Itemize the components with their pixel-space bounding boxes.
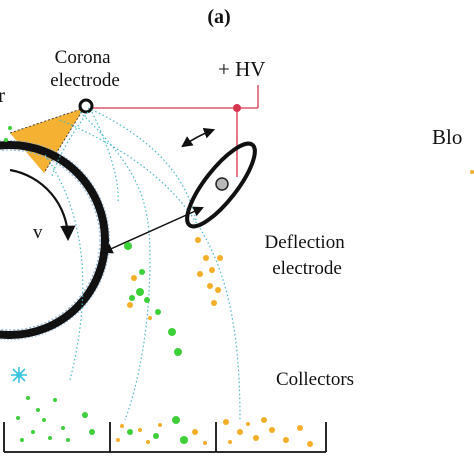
deflection-electrode-label: Deflection electrode: [265, 232, 350, 279]
orange-particle: [158, 423, 162, 427]
green-particle: [155, 309, 161, 315]
orange-particle: [131, 275, 137, 281]
rotating-drum: [0, 141, 109, 339]
green-particle: [168, 328, 176, 336]
green-particle: [66, 438, 70, 442]
orange-particle: [215, 287, 221, 293]
green-particle: [129, 295, 135, 301]
green-particle: [36, 408, 40, 412]
orange-particle: [209, 267, 215, 273]
corona-electrode-label: Corona electrode: [50, 47, 120, 91]
orange-particle: [207, 283, 213, 289]
orange-particle: [138, 428, 142, 432]
particles: [4, 126, 313, 447]
orange-particle: [127, 302, 133, 308]
green-particle: [172, 416, 180, 424]
orange-particle: [116, 438, 120, 442]
green-particle: [153, 433, 159, 439]
deflection-electrode-pin: [215, 177, 229, 191]
drum-inner-edge: [0, 149, 101, 331]
corona-electrode-icon: [78, 98, 94, 114]
green-particle: [4, 138, 8, 142]
hv-label: + HV: [218, 57, 265, 81]
orange-particle: [307, 441, 313, 447]
orange-particle: [223, 419, 229, 425]
orange-particle: [228, 440, 232, 444]
corona-label-line1: Corona: [55, 47, 112, 68]
orange-particle: [261, 417, 267, 423]
hv-wiring: [91, 85, 259, 177]
right-clipped-label: Blo: [432, 125, 462, 149]
green-particle: [20, 438, 24, 442]
green-particle: [31, 430, 35, 434]
gap-distance-arrow: [102, 206, 204, 254]
orange-particle: [192, 429, 198, 435]
orange-particle: [269, 427, 275, 433]
corona-label-line2: electrode: [50, 70, 120, 91]
orange-particle: [120, 424, 124, 428]
orange-particle: [246, 422, 250, 426]
green-particle: [174, 348, 182, 356]
orange-particle: [195, 237, 201, 243]
green-particle: [26, 396, 30, 400]
green-particle: [61, 426, 65, 430]
green-particle: [42, 418, 46, 422]
deflection-label-line1: Deflection: [265, 232, 346, 253]
orange-particle: [253, 435, 259, 441]
green-particle: [127, 429, 133, 435]
collectors-label: Collectors: [276, 369, 354, 390]
green-particle: [16, 416, 20, 420]
orange-particle: [148, 316, 152, 320]
spark-core: [16, 372, 22, 378]
velocity-label: v: [33, 222, 43, 243]
collector-bins: [3, 422, 327, 453]
hv-junction-dot: [233, 104, 241, 112]
green-particle: [82, 412, 88, 418]
green-particle: [48, 436, 52, 440]
orange-particle: [203, 441, 207, 445]
orange-particle: [146, 440, 150, 444]
green-particle: [180, 436, 188, 444]
orange-particle: [203, 255, 209, 261]
green-particle: [144, 297, 150, 303]
panel-label: (a): [207, 6, 230, 28]
corona-cone-dashes: [9, 107, 85, 174]
orange-particle: [283, 437, 289, 443]
orange-particle: [217, 255, 223, 261]
deflection-label-line2: electrode: [272, 258, 342, 279]
left-clipped-label: r: [0, 83, 5, 107]
green-particle: [8, 126, 12, 130]
green-particle: [53, 398, 57, 402]
green-particle: [89, 429, 95, 435]
green-particle: [139, 269, 145, 275]
green-particle: [136, 288, 144, 296]
corona-discharge-cone: [10, 108, 84, 173]
deflection-adjust-arrow: [181, 127, 216, 148]
rotation-arrow: [9, 168, 76, 242]
field-lines: [44, 107, 241, 421]
orange-particle: [297, 425, 303, 431]
orange-particle: [211, 300, 217, 306]
green-particle: [124, 242, 132, 250]
orange-particle: [197, 271, 203, 277]
orange-particle: [237, 429, 243, 435]
right-orange-dot: [470, 170, 474, 174]
